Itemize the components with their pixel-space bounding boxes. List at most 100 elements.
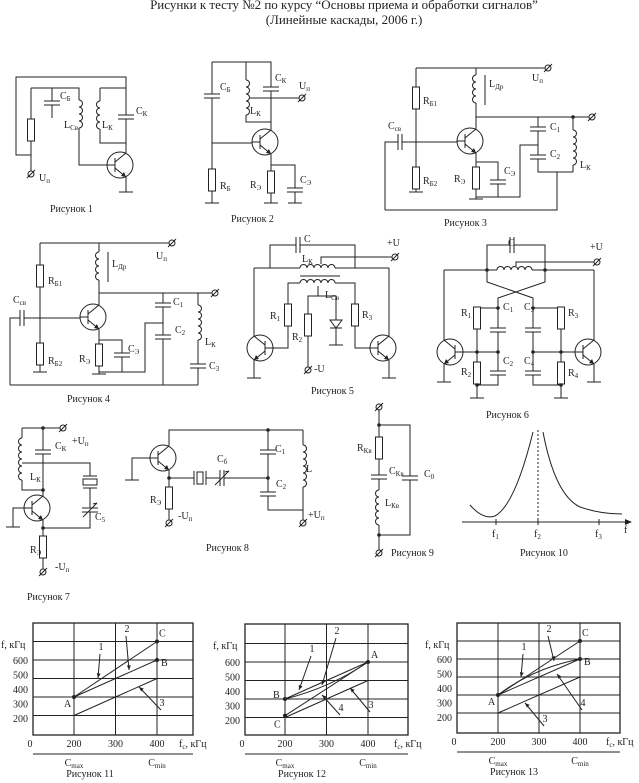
gap	[530, 155, 546, 159]
component-label: CЭ	[300, 175, 312, 187]
label-main: R	[292, 332, 299, 343]
inductor	[245, 79, 250, 116]
junction-dot	[543, 268, 547, 272]
wire	[287, 282, 300, 304]
component-label: R1	[270, 311, 281, 323]
wire	[31, 87, 80, 100]
capacitor	[114, 352, 130, 358]
transistor	[436, 338, 464, 366]
wire	[267, 430, 303, 511]
resistor	[39, 535, 47, 559]
series-1-line	[73, 641, 158, 698]
label-subscript: 3	[216, 365, 220, 373]
x-tick-label: 300	[532, 737, 547, 748]
label-main: C	[508, 238, 515, 249]
label-subscript: 1	[557, 126, 561, 134]
capacitor	[118, 114, 134, 120]
collector-lead	[114, 152, 127, 163]
label-subscript: max	[71, 762, 84, 770]
figure-caption: Рисунок 7	[27, 592, 70, 603]
series-3-line	[497, 676, 581, 714]
x-tick-label: 400	[361, 739, 376, 750]
figure-caption: Рисунок 5	[311, 386, 354, 397]
variable-capacitor	[82, 502, 98, 518]
y-tick-label: 200	[13, 714, 28, 725]
gap	[490, 371, 506, 375]
label-main: L	[64, 120, 70, 131]
quartz-crystal	[196, 471, 204, 485]
label-subscript: К	[62, 445, 67, 453]
annotation-arrow	[321, 637, 337, 686]
label-main: f	[179, 739, 183, 750]
transistor	[369, 334, 397, 362]
label-subscript: 2	[283, 483, 287, 491]
label-subscript: Св	[331, 294, 340, 302]
wire	[385, 172, 558, 211]
label-subscript: min	[366, 762, 377, 770]
capacitance-scale-label: Cmin	[148, 758, 166, 770]
x-axis-label: fc, кГц	[179, 739, 207, 751]
component-label: Uп	[156, 251, 167, 263]
component-label: f2	[534, 529, 541, 541]
series-2-line	[73, 659, 158, 698]
wire	[498, 144, 538, 198]
annotation-arrowhead	[551, 656, 556, 661]
y-tick-label: 500	[437, 670, 452, 681]
label-main: C	[389, 466, 396, 477]
gap	[190, 364, 206, 368]
annotation-arrowhead	[96, 673, 101, 678]
junction-dot	[559, 350, 563, 354]
label-main: R	[423, 96, 430, 107]
component-label: R3	[568, 308, 579, 320]
terminal-slash	[390, 252, 400, 262]
label-subscript: 1	[510, 306, 514, 314]
collector-lead	[87, 304, 100, 315]
wire	[131, 457, 150, 480]
capacitor	[204, 93, 220, 99]
series-3-line	[284, 680, 369, 718]
annotation-arrow	[138, 686, 162, 711]
label-unit: , кГц	[185, 739, 207, 750]
series-label: 2	[335, 626, 340, 637]
terminal-slash	[374, 402, 384, 412]
capacitor	[490, 179, 506, 185]
label-subscript: п	[306, 85, 310, 93]
component-label: RЭ	[454, 174, 466, 186]
annotation-arrow	[556, 673, 583, 711]
label-main: R	[48, 276, 55, 287]
component-label: +U	[590, 242, 604, 253]
terminal	[303, 365, 313, 375]
x-tick-label: 0	[28, 739, 33, 750]
junction-dot	[496, 350, 500, 354]
label-main: R	[79, 354, 86, 365]
label-main: R	[357, 443, 364, 454]
x-tick-label: 200	[67, 739, 82, 750]
component-label: RБ1	[48, 276, 63, 288]
data-point	[283, 697, 287, 701]
annotation-arrowhead	[126, 665, 131, 670]
response-curve-right	[542, 431, 623, 515]
gap	[398, 134, 402, 150]
component-label: RБ	[220, 181, 231, 193]
y-tick-label: 500	[13, 671, 28, 682]
label-main: C	[13, 295, 20, 306]
resistor	[557, 361, 565, 385]
annotation-arrowhead	[557, 674, 562, 679]
series-label: 1	[310, 644, 315, 655]
terminal	[587, 112, 597, 122]
label-main: C	[550, 122, 557, 133]
resistor	[36, 342, 44, 366]
gap	[296, 237, 300, 253]
component-label: LСв	[325, 290, 340, 302]
capacitor	[260, 491, 276, 497]
title-line-1: Рисунки к тесту №2 по курсу “Основы прие…	[150, 0, 538, 12]
inductor	[572, 129, 577, 166]
label-main: C	[504, 166, 511, 177]
label-main: R	[454, 174, 461, 185]
transistor	[23, 494, 51, 522]
label-main: C	[304, 234, 311, 245]
capacitor	[397, 134, 403, 150]
label-main: +U	[308, 510, 322, 521]
